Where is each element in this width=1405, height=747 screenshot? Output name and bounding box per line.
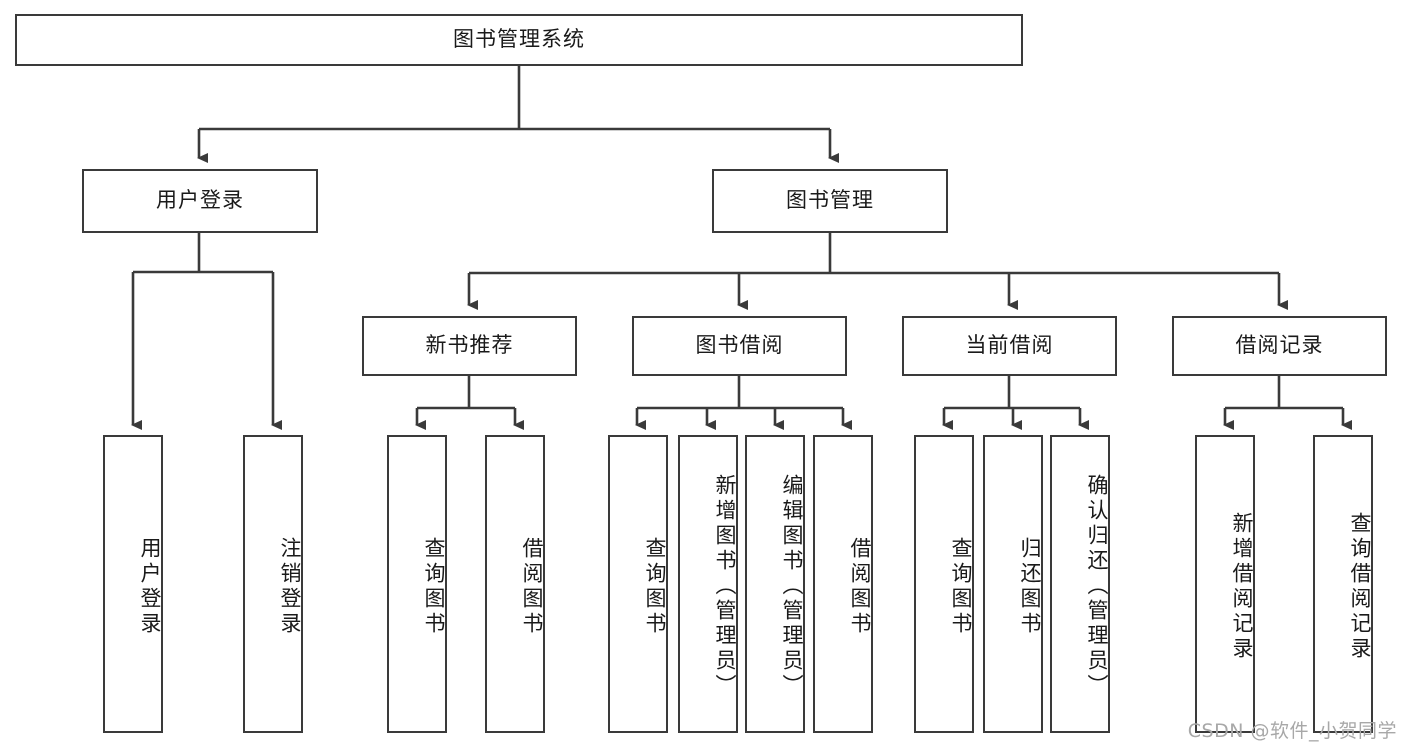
node-leaf-borrow-book[interactable]: 借阅图书 <box>813 435 873 733</box>
node-borrow-record[interactable]: 借阅记录 <box>1172 316 1387 376</box>
node-leaf-user-logout[interactable]: 注销登录 <box>243 435 303 733</box>
node-book-borrow[interactable]: 图书借阅 <box>632 316 847 376</box>
node-leaf-query-book-cur-label: 查询图书 <box>949 537 973 637</box>
node-current-borrow[interactable]: 当前借阅 <box>902 316 1117 376</box>
node-book-borrow-label: 图书借阅 <box>695 333 784 358</box>
node-leaf-query-book-rec[interactable]: 查询图书 <box>387 435 447 733</box>
node-leaf-query-record-label: 查询借阅记录 <box>1348 512 1372 662</box>
node-user-login[interactable]: 用户登录 <box>82 169 318 233</box>
node-new-book-rec-label: 新书推荐 <box>425 333 514 358</box>
node-leaf-borrow-book-rec[interactable]: 借阅图书 <box>485 435 545 733</box>
node-leaf-add-record-label: 新增借阅记录 <box>1230 512 1254 662</box>
node-root-label: 图书管理系统 <box>453 27 585 52</box>
node-new-book-rec[interactable]: 新书推荐 <box>362 316 577 376</box>
node-leaf-edit-book-label: 编辑图书（管理员） <box>780 473 804 699</box>
node-leaf-add-record[interactable]: 新增借阅记录 <box>1195 435 1255 733</box>
node-leaf-confirm-return[interactable]: 确认归还（管理员） <box>1050 435 1110 733</box>
node-root[interactable]: 图书管理系统 <box>15 14 1023 66</box>
node-leaf-user-login-label: 用户登录 <box>138 537 162 637</box>
node-user-login-label: 用户登录 <box>156 188 244 213</box>
node-leaf-user-login[interactable]: 用户登录 <box>103 435 163 733</box>
node-leaf-query-book-borrow[interactable]: 查询图书 <box>608 435 668 733</box>
node-book-mgmt[interactable]: 图书管理 <box>712 169 948 233</box>
node-leaf-return-book-label: 归还图书 <box>1018 537 1042 637</box>
node-leaf-borrow-book-rec-label: 借阅图书 <box>520 537 544 637</box>
node-leaf-add-book-label: 新增图书（管理员） <box>713 473 737 699</box>
node-leaf-edit-book[interactable]: 编辑图书（管理员） <box>745 435 805 733</box>
node-leaf-borrow-book-label: 借阅图书 <box>848 537 872 637</box>
node-leaf-query-book-borrow-label: 查询图书 <box>643 537 667 637</box>
node-leaf-query-record[interactable]: 查询借阅记录 <box>1313 435 1373 733</box>
node-borrow-record-label: 借阅记录 <box>1235 333 1324 358</box>
node-leaf-query-book-cur[interactable]: 查询图书 <box>914 435 974 733</box>
node-current-borrow-label: 当前借阅 <box>965 333 1054 358</box>
node-leaf-add-book[interactable]: 新增图书（管理员） <box>678 435 738 733</box>
node-leaf-user-logout-label: 注销登录 <box>278 537 302 637</box>
node-book-mgmt-label: 图书管理 <box>786 188 874 213</box>
node-leaf-query-book-rec-label: 查询图书 <box>422 537 446 637</box>
node-leaf-return-book[interactable]: 归还图书 <box>983 435 1043 733</box>
node-leaf-confirm-return-label: 确认归还（管理员） <box>1085 473 1109 699</box>
